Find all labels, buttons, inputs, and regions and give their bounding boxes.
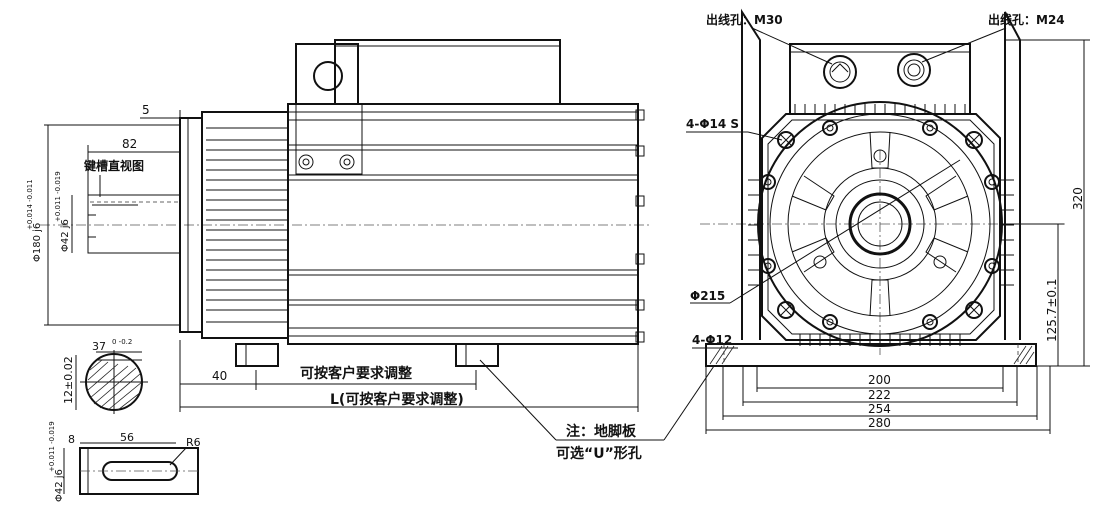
holes-4-12-label: 4-Φ12 [692, 333, 732, 347]
shaft-bore [848, 192, 912, 256]
shaft-dia-42b-tol: +0.011 -0.019 [48, 421, 56, 472]
front-dimensions: 出线孔：M30 出线孔：M24 4-Φ14 S Φ215 4-Φ12 320 1… [686, 12, 1090, 434]
label-12: 12±0.02 [62, 356, 75, 404]
dim-125: 125.7±0.1 [1045, 279, 1059, 343]
dim-280: 280 [868, 416, 891, 430]
front-flange [761, 113, 1001, 341]
label-37-tol: 0 -0.2 [112, 338, 132, 346]
adjustable-label: 可按客户要求调整 [300, 365, 413, 382]
lifting-bracket [295, 43, 359, 104]
foot-rear [455, 343, 499, 367]
bolt-holes [760, 120, 1000, 330]
note-line-1: 注：地脚板 [566, 423, 637, 440]
front-terminal-box [789, 43, 971, 115]
shaft [87, 194, 181, 254]
dia-215-label: Φ215 [690, 289, 725, 303]
side-dimensions: 5 82 键槽直视图 Φ180 j6 +0.014 -0.011 Φ42 j6 … [26, 103, 639, 412]
shaft-dia-42-tol: +0.011 -0.019 [54, 171, 62, 222]
note-line-2: 可选“U”形孔 [556, 445, 642, 462]
label-37: 37 [92, 340, 106, 353]
outlet-m24 [897, 53, 931, 87]
label-82: 82 [122, 137, 137, 151]
left-bracket [741, 8, 761, 340]
label-5: 5 [142, 103, 150, 117]
label-r6: R6 [186, 436, 201, 449]
base-plate [705, 343, 1037, 367]
dim-254: 254 [868, 402, 891, 416]
dim-200: 200 [868, 373, 891, 387]
terminal-box [334, 39, 561, 104]
outlet-m24-label: 出线孔：M24 [988, 12, 1065, 27]
holes-4-14-label: 4-Φ14 S [686, 117, 739, 131]
outlet-m30 [823, 55, 857, 89]
dim-320: 320 [1071, 187, 1085, 210]
shaft-dia-180: Φ180 j6 [32, 223, 43, 262]
shaft-dia-180-tol: +0.014 -0.011 [26, 179, 34, 230]
right-bracket [1004, 11, 1021, 340]
label-8: 8 [68, 433, 75, 446]
label-40: 40 [212, 369, 227, 383]
keyway-detail: 8 56 R6 Φ42 j6 +0.011 -0.019 [48, 421, 201, 502]
outlet-m30-label: 出线孔：M30 [706, 12, 783, 27]
motor-body [287, 103, 639, 345]
length-label: L(可按客户要求调整) [330, 391, 464, 408]
note: 注：地脚板 可选“U”形孔 [479, 359, 715, 462]
foot-front [235, 343, 279, 367]
label-56: 56 [120, 431, 134, 444]
front-view [700, 8, 1065, 367]
shaft-dia-42: Φ42 j6 [60, 219, 71, 252]
shaft-dia-42b: Φ42 j6 [54, 469, 65, 502]
shaft-section: 37 0 -0.2 12±0.02 [62, 338, 148, 414]
keyway-view-label: 键槽直视图 [83, 158, 144, 173]
side-view [40, 39, 650, 367]
dim-222: 222 [868, 388, 891, 402]
